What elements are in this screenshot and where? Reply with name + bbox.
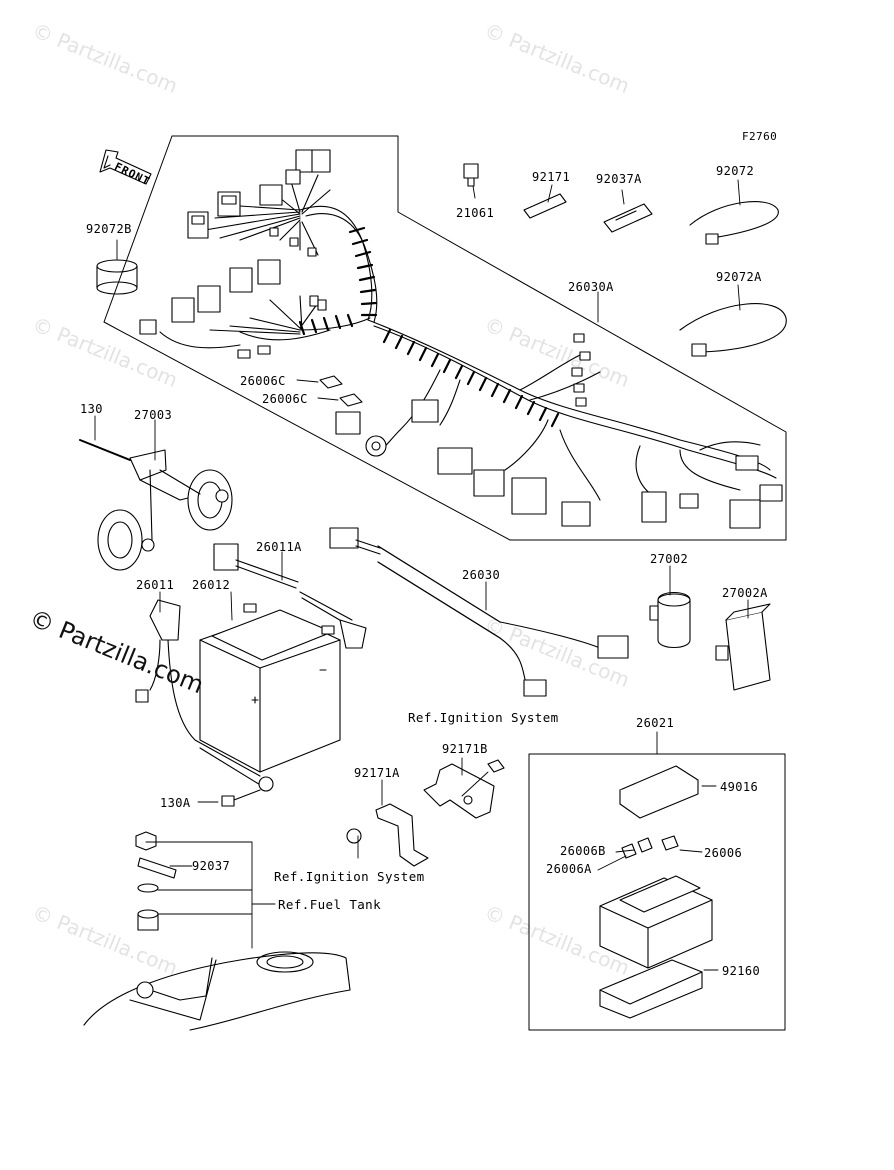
callout-92072B[interactable]: 92072B	[86, 222, 132, 236]
connector-cluster-mid	[139, 259, 327, 359]
callout-92171B[interactable]: 92171B	[442, 742, 488, 756]
part-92037A-icon	[603, 203, 653, 233]
callout-26006C[interactable]: 26006C	[240, 374, 286, 388]
relay-27002A-icon	[715, 603, 771, 691]
part-21061-icon	[463, 163, 479, 187]
callout-26011[interactable]: 26011	[136, 578, 175, 592]
callout-130[interactable]: 130	[80, 402, 103, 416]
callout-92072A[interactable]: 92072A	[716, 270, 762, 284]
callout-92072[interactable]: 92072	[716, 164, 755, 178]
callout-49016[interactable]: 49016	[720, 780, 759, 794]
bracket-92171B-icon	[423, 759, 505, 819]
figure-code: F2760	[742, 130, 778, 143]
relay-27002-icon	[649, 591, 691, 649]
callout-26011A[interactable]: 26011A	[256, 540, 302, 554]
bracket-92171A-icon	[346, 803, 429, 867]
callout-26012[interactable]: 26012	[192, 578, 231, 592]
front-arrow-icon	[99, 149, 152, 185]
fuel-tank-fasteners	[135, 831, 177, 931]
ref-fuel-tank[interactable]: Ref.Fuel Tank	[278, 897, 382, 912]
callout-26030A[interactable]: 26030A	[568, 280, 614, 294]
cable-tie-92072A-icon	[679, 303, 787, 357]
callout-27002A[interactable]: 27002A	[722, 586, 768, 600]
leader-lines	[94, 179, 749, 971]
cable-26011A-icon	[213, 543, 367, 649]
callout-26006B[interactable]: 26006B	[560, 844, 606, 858]
cable-tie-92072-icon	[689, 201, 779, 245]
battery-26012-icon	[199, 603, 341, 773]
callout-27002[interactable]: 27002	[650, 552, 689, 566]
callout-92037[interactable]: 92037	[192, 859, 231, 873]
callout-26006C-second[interactable]: 26006C	[262, 392, 308, 406]
connector-cluster-right	[335, 333, 783, 529]
ref-ignition-system-bottom[interactable]: Ref.Ignition System	[274, 869, 425, 884]
callout-26006[interactable]: 26006	[704, 846, 743, 860]
callout-92171[interactable]: 92171	[532, 170, 571, 184]
callout-26030[interactable]: 26030	[462, 568, 501, 582]
callout-130A[interactable]: 130A	[160, 796, 191, 810]
collar-92072B-icon	[96, 259, 138, 295]
callout-26021[interactable]: 26021	[636, 716, 675, 730]
horn-27003-icon	[79, 439, 233, 571]
cable-26011-icon	[135, 599, 274, 792]
callout-27003[interactable]: 27003	[134, 408, 173, 422]
connector-cluster-top	[187, 149, 331, 257]
harness-coil-wrap	[298, 226, 560, 428]
harness-26030-icon	[329, 527, 629, 697]
part-92171-icon	[523, 193, 567, 219]
ref-ignition-system-top[interactable]: Ref.Ignition System	[408, 710, 559, 725]
fuse-26006C-icons	[319, 375, 363, 407]
callout-92037A[interactable]: 92037A	[596, 172, 642, 186]
bolt-130A-icon	[221, 789, 261, 807]
callout-92171A[interactable]: 92171A	[354, 766, 400, 780]
callout-92160[interactable]: 92160	[722, 964, 761, 978]
fuel-tank-icon	[83, 951, 351, 1031]
callout-26006A[interactable]: 26006A	[546, 862, 592, 876]
harness-panel-outline	[103, 135, 787, 541]
fuse-box-parts	[599, 765, 713, 1019]
callout-21061[interactable]: 21061	[456, 206, 495, 220]
